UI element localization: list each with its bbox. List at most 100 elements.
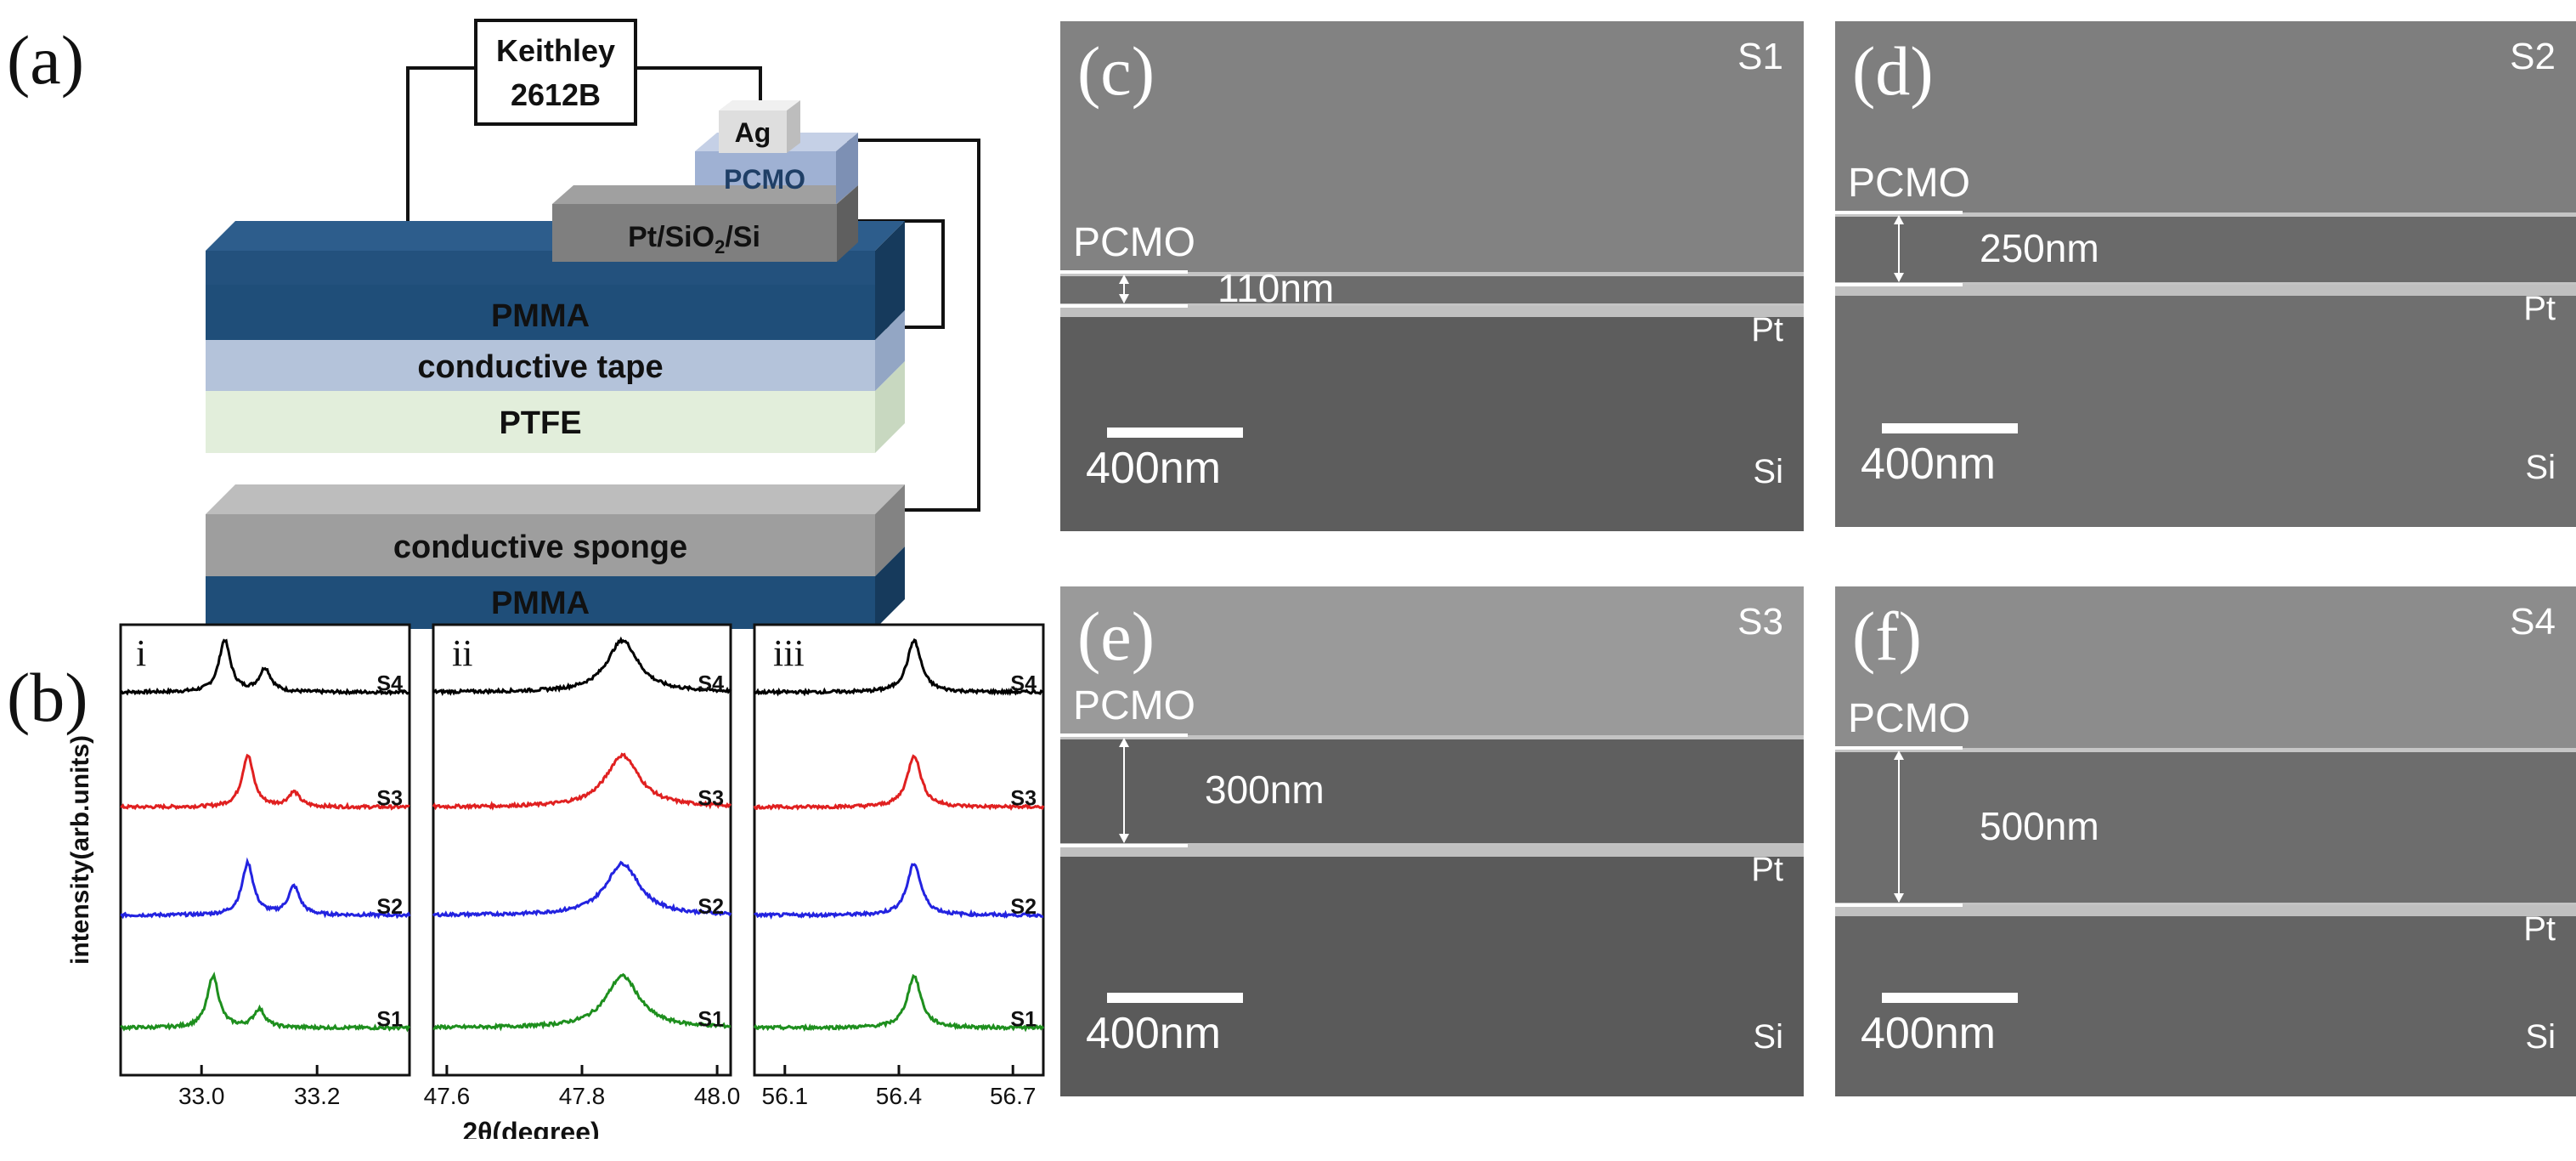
sem-arrow-head <box>1894 750 1904 760</box>
sem-panel-letter: (d) <box>1852 32 1934 110</box>
ag-top-face <box>719 100 800 110</box>
sem-metal-label: Pt <box>1751 311 1783 348</box>
xrd-series-label: S4 <box>698 672 724 696</box>
sem-arrow-head <box>1894 893 1904 903</box>
sem-layer-label: PCMO <box>1073 220 1195 265</box>
xrd-panel-label: ii <box>452 632 472 674</box>
xrd-ylabel: intensity(arb.units) <box>66 735 94 965</box>
wire-meter-right <box>636 66 762 102</box>
sem-film-top-edge <box>1835 212 2576 217</box>
sem-substrate-region <box>1835 296 2576 527</box>
substrate-front <box>552 204 837 262</box>
sem-layer-label: PCMO <box>1073 683 1195 728</box>
sem-arrow-head <box>1894 215 1904 224</box>
sem-arrow-head <box>1119 275 1129 284</box>
meter-label-line1: Keithley <box>496 33 615 68</box>
sem-panel-letter: (f) <box>1852 597 1922 675</box>
tape-label: conductive tape <box>417 349 663 385</box>
substrate-side <box>837 185 858 262</box>
xrd-series-s2 <box>120 857 411 920</box>
sem-layer-label: PCMO <box>1848 696 1970 741</box>
sem-background-region <box>1060 21 1804 272</box>
sem-background-region <box>1060 586 1804 735</box>
tape-layer <box>206 340 875 391</box>
ag-label: Ag <box>735 117 771 148</box>
sem-scale-bar <box>1107 428 1243 438</box>
pmma-top-side <box>875 221 905 340</box>
sem-background-region <box>1835 586 2576 748</box>
xrd-series-s2 <box>432 860 732 919</box>
sem-thickness-label: 250nm <box>1980 225 2099 270</box>
sem-metal-band <box>1835 282 2576 296</box>
sem-substrate-label: Si <box>1753 453 1783 490</box>
meter-box <box>474 19 637 126</box>
sem-arrow-head <box>1894 273 1904 282</box>
xrd-tick-label: 48.0 <box>694 1083 741 1109</box>
sem-scale-label: 400nm <box>1861 439 1996 489</box>
ag-side <box>787 100 800 153</box>
sem-film-top-edge <box>1060 272 1804 276</box>
sem-background-region <box>1835 21 2576 212</box>
sem-scale-label: 400nm <box>1086 1009 1221 1058</box>
xrd-tick-label: 33.2 <box>294 1083 341 1109</box>
ptfe-side <box>875 361 905 453</box>
xrd-tick-label: 47.8 <box>559 1083 606 1109</box>
xrd-tick-label: 56.1 <box>762 1083 809 1109</box>
xrd-frame-i <box>119 623 411 1077</box>
xrd-xlabel: 2θ(degree) <box>462 1117 599 1139</box>
pcmo-side <box>836 133 858 204</box>
xrd-series-s2 <box>754 863 1044 920</box>
sem-sample-label: S1 <box>1737 36 1783 77</box>
xrd-series-label: S4 <box>376 672 403 696</box>
sem-layer-label: PCMO <box>1848 161 1970 206</box>
sem-sample-label: S3 <box>1737 601 1783 643</box>
sem-image <box>1060 21 1804 531</box>
sem-image <box>1835 586 2576 1096</box>
sem-substrate-region <box>1060 857 1804 1096</box>
sem-scale-label: 400nm <box>1861 1009 1996 1058</box>
pmma-bottom-layer <box>206 576 875 629</box>
sponge-layer <box>206 514 875 576</box>
sponge-side <box>875 484 905 576</box>
xrd-tick-label: 56.7 <box>990 1083 1037 1109</box>
pmma-bottom-side <box>875 547 905 629</box>
xrd-series-label: S1 <box>376 1007 403 1031</box>
ptfe-label: PTFE <box>499 405 581 441</box>
xrd-frame-iii <box>753 623 1045 1077</box>
sem-image <box>1835 21 2576 527</box>
sem-metal-label: Pt <box>2523 910 2556 948</box>
substrate-label: Pt/SiO2/Si <box>628 221 760 258</box>
sem-substrate-label: Si <box>2525 1018 2556 1056</box>
sem-panel-letter: (e) <box>1077 597 1155 675</box>
meter-label-line2: 2612B <box>511 77 601 112</box>
panel-label-a: (a) <box>7 21 85 99</box>
sem-sample-label: S2 <box>2510 36 2556 77</box>
sem-scale-bar <box>1107 993 1243 1003</box>
sponge-top-face <box>206 484 905 514</box>
pmma-bottom-label: PMMA <box>491 586 590 621</box>
sem-film-region <box>1060 735 1804 846</box>
sem-substrate-label: Si <box>2525 449 2556 486</box>
ptfe-layer <box>206 391 875 453</box>
sem-metal-band <box>1060 843 1804 857</box>
sem-film-region <box>1060 272 1804 306</box>
sem-scale-label: 400nm <box>1086 444 1221 493</box>
pmma-top-layer <box>206 285 875 340</box>
sem-image <box>1060 586 1804 1096</box>
sem-substrate-region <box>1835 916 2576 1096</box>
sem-arrow-head <box>1119 834 1129 843</box>
xrd-series-s3 <box>753 754 1045 811</box>
xrd-series-label: S3 <box>376 787 403 811</box>
sem-film-region <box>1835 748 2576 905</box>
ag-electrode <box>719 110 787 153</box>
sem-scale-bar <box>1882 423 2018 433</box>
device-schematic: Keithley 2612B PTFE conductive tape PMMA… <box>206 19 980 629</box>
sem-substrate-region <box>1060 317 1804 531</box>
xrd-series-s4 <box>432 636 732 696</box>
